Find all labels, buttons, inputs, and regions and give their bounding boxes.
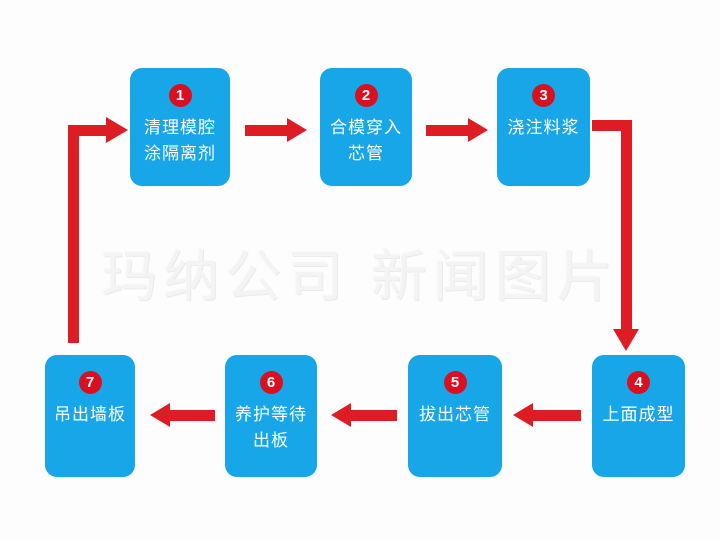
node-label-1: 清理模腔 涂隔离剂: [144, 118, 216, 163]
node-label-2: 合模穿入 芯管: [330, 118, 402, 163]
process-node-6[interactable]: 6 养护等待 出板: [225, 355, 317, 477]
arrow-shaft: [245, 125, 288, 136]
arrow-node1-to-node2: [245, 118, 307, 142]
process-node-3[interactable]: 3 浇注料浆: [497, 68, 590, 186]
arrow-shaft: [350, 410, 397, 421]
arrow-shaft: [532, 410, 581, 421]
arrow-head: [331, 403, 351, 427]
node-badge-4: 4: [627, 371, 650, 394]
process-node-1[interactable]: 1 清理模腔 涂隔离剂: [130, 68, 230, 186]
arrow-shaft: [426, 125, 469, 136]
arrow-node2-to-node3: [426, 118, 488, 142]
node-badge-2: 2: [354, 84, 378, 107]
connector-arrow-head: [613, 329, 639, 351]
arrow-head: [468, 118, 488, 142]
watermark-text: 玛纳公司 新闻图片: [101, 245, 619, 308]
arrow-node6-to-node7: [150, 403, 215, 427]
node-label-5: 拔出芯管: [419, 405, 491, 424]
process-node-7[interactable]: 7 吊出墙板: [45, 355, 135, 477]
node-label-7: 吊出墙板: [54, 405, 126, 424]
node-badge-7: 7: [78, 371, 102, 394]
arrow-node5-to-node6: [331, 403, 397, 427]
node-badge-1: 1: [168, 84, 192, 107]
arrow-shaft: [169, 410, 215, 421]
arrow-node4-to-node5: [513, 403, 581, 427]
process-node-5[interactable]: 5 拔出芯管: [408, 355, 502, 477]
arrow-head: [287, 118, 307, 142]
node-label-6: 养护等待 出板: [235, 405, 307, 450]
connector-horizontal-segment: [68, 125, 110, 136]
connector-horizontal-segment: [592, 120, 632, 131]
connector-vertical-segment: [68, 125, 79, 343]
node-badge-6: 6: [259, 371, 283, 394]
arrow-head: [513, 403, 533, 427]
process-node-2[interactable]: 2 合模穿入 芯管: [320, 68, 412, 186]
node-label-4: 上面成型: [602, 405, 675, 424]
connector-vertical-segment: [621, 120, 632, 333]
node-badge-3: 3: [532, 84, 555, 107]
process-node-4[interactable]: 4 上面成型: [592, 355, 685, 477]
arrow-head: [150, 403, 170, 427]
node-badge-5: 5: [443, 371, 467, 394]
connector-arrow-head: [106, 117, 128, 143]
node-label-3: 浇注料浆: [507, 118, 580, 137]
